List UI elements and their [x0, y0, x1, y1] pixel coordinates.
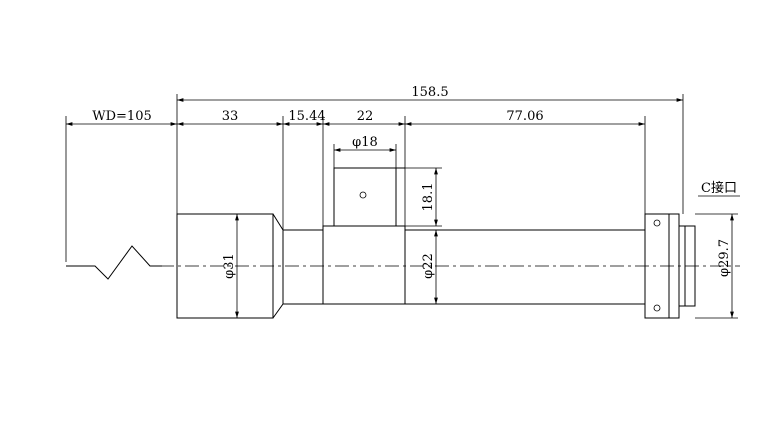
mount-block: [322, 225, 406, 305]
c-mount-thread: [678, 225, 696, 307]
object-zigzag: [66, 245, 162, 280]
lens-body: [176, 167, 696, 319]
dimension-lines: [66, 98, 740, 318]
extension-lines: [65, 94, 738, 319]
dim-taper-length: 15.44: [288, 109, 325, 124]
dim-front-barrel-dia: φ31: [222, 253, 237, 279]
mount-type-label: C接口: [701, 180, 737, 196]
dim-front-length: 33: [222, 109, 239, 124]
dim-working-distance: WD=105: [92, 109, 152, 124]
rear-tube: [404, 229, 646, 305]
taper-section: [272, 213, 284, 319]
dim-rear-length: 77.06: [506, 109, 543, 124]
dim-top-block-height: 18.1: [421, 183, 436, 212]
dim-total-length: 158.5: [411, 85, 448, 100]
front-barrel: [176, 213, 274, 319]
dim-c-mount-dia: φ29.7: [717, 239, 732, 277]
dim-top-block-dia: φ18: [352, 135, 378, 150]
dim-main-barrel-dia: φ22: [421, 253, 436, 279]
dim-mount-width: 22: [357, 109, 374, 124]
top-block: [333, 167, 397, 227]
